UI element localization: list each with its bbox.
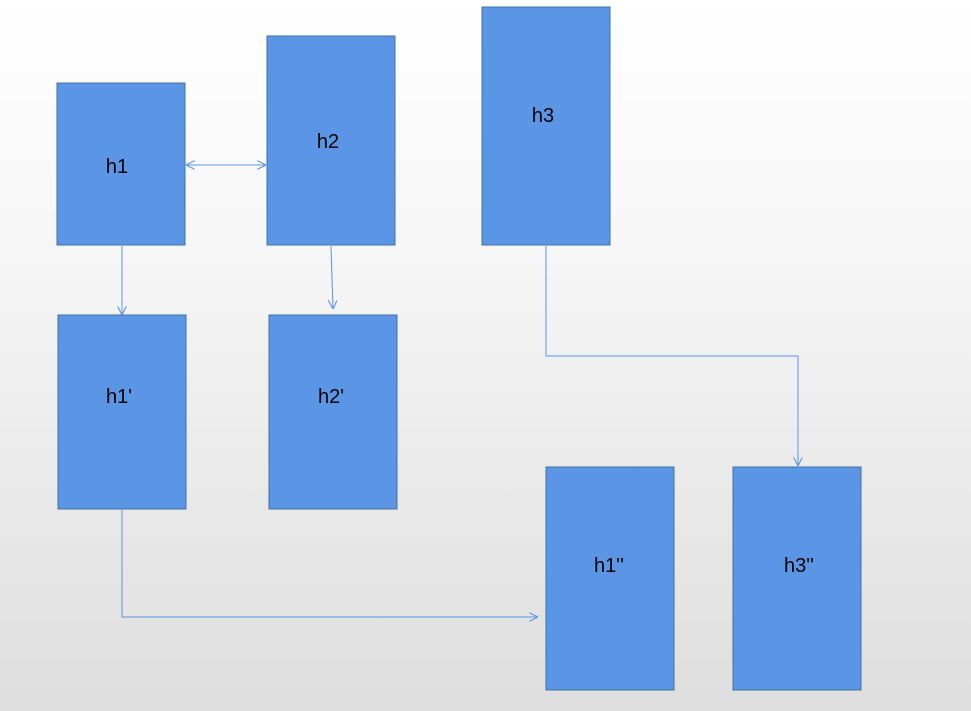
node-h1p-label: h1'	[106, 386, 132, 408]
node-h3pp-box	[732, 466, 862, 691]
node-h1pp-label: h1''	[594, 555, 624, 577]
edges-layer	[122, 165, 798, 617]
node-h1p[interactable]: h1'	[57, 314, 187, 510]
node-h2p[interactable]: h2'	[268, 314, 398, 510]
edge-h1p-h1pp	[121, 510, 538, 617]
node-h1p-box	[57, 314, 187, 510]
node-h2-box	[266, 35, 396, 246]
node-h2[interactable]: h2	[266, 35, 396, 246]
node-h1-label: h1	[106, 156, 128, 178]
node-h1pp-box	[545, 466, 675, 691]
node-h1-box	[56, 82, 186, 246]
node-h2p-box	[268, 314, 398, 510]
node-h2-label: h2	[317, 131, 339, 153]
node-h2p-label: h2'	[318, 386, 344, 408]
node-h1[interactable]: h1	[56, 82, 186, 246]
node-h3-box	[481, 6, 611, 246]
node-h3[interactable]: h3	[481, 6, 611, 246]
node-h1pp[interactable]: h1''	[545, 466, 675, 691]
node-h3-label: h3	[532, 105, 554, 127]
edge-h3-h3pp	[545, 246, 798, 466]
edge-h2-h2p	[331, 245, 333, 309]
node-h3pp-label: h3''	[784, 555, 814, 577]
node-h3pp[interactable]: h3''	[732, 466, 862, 691]
